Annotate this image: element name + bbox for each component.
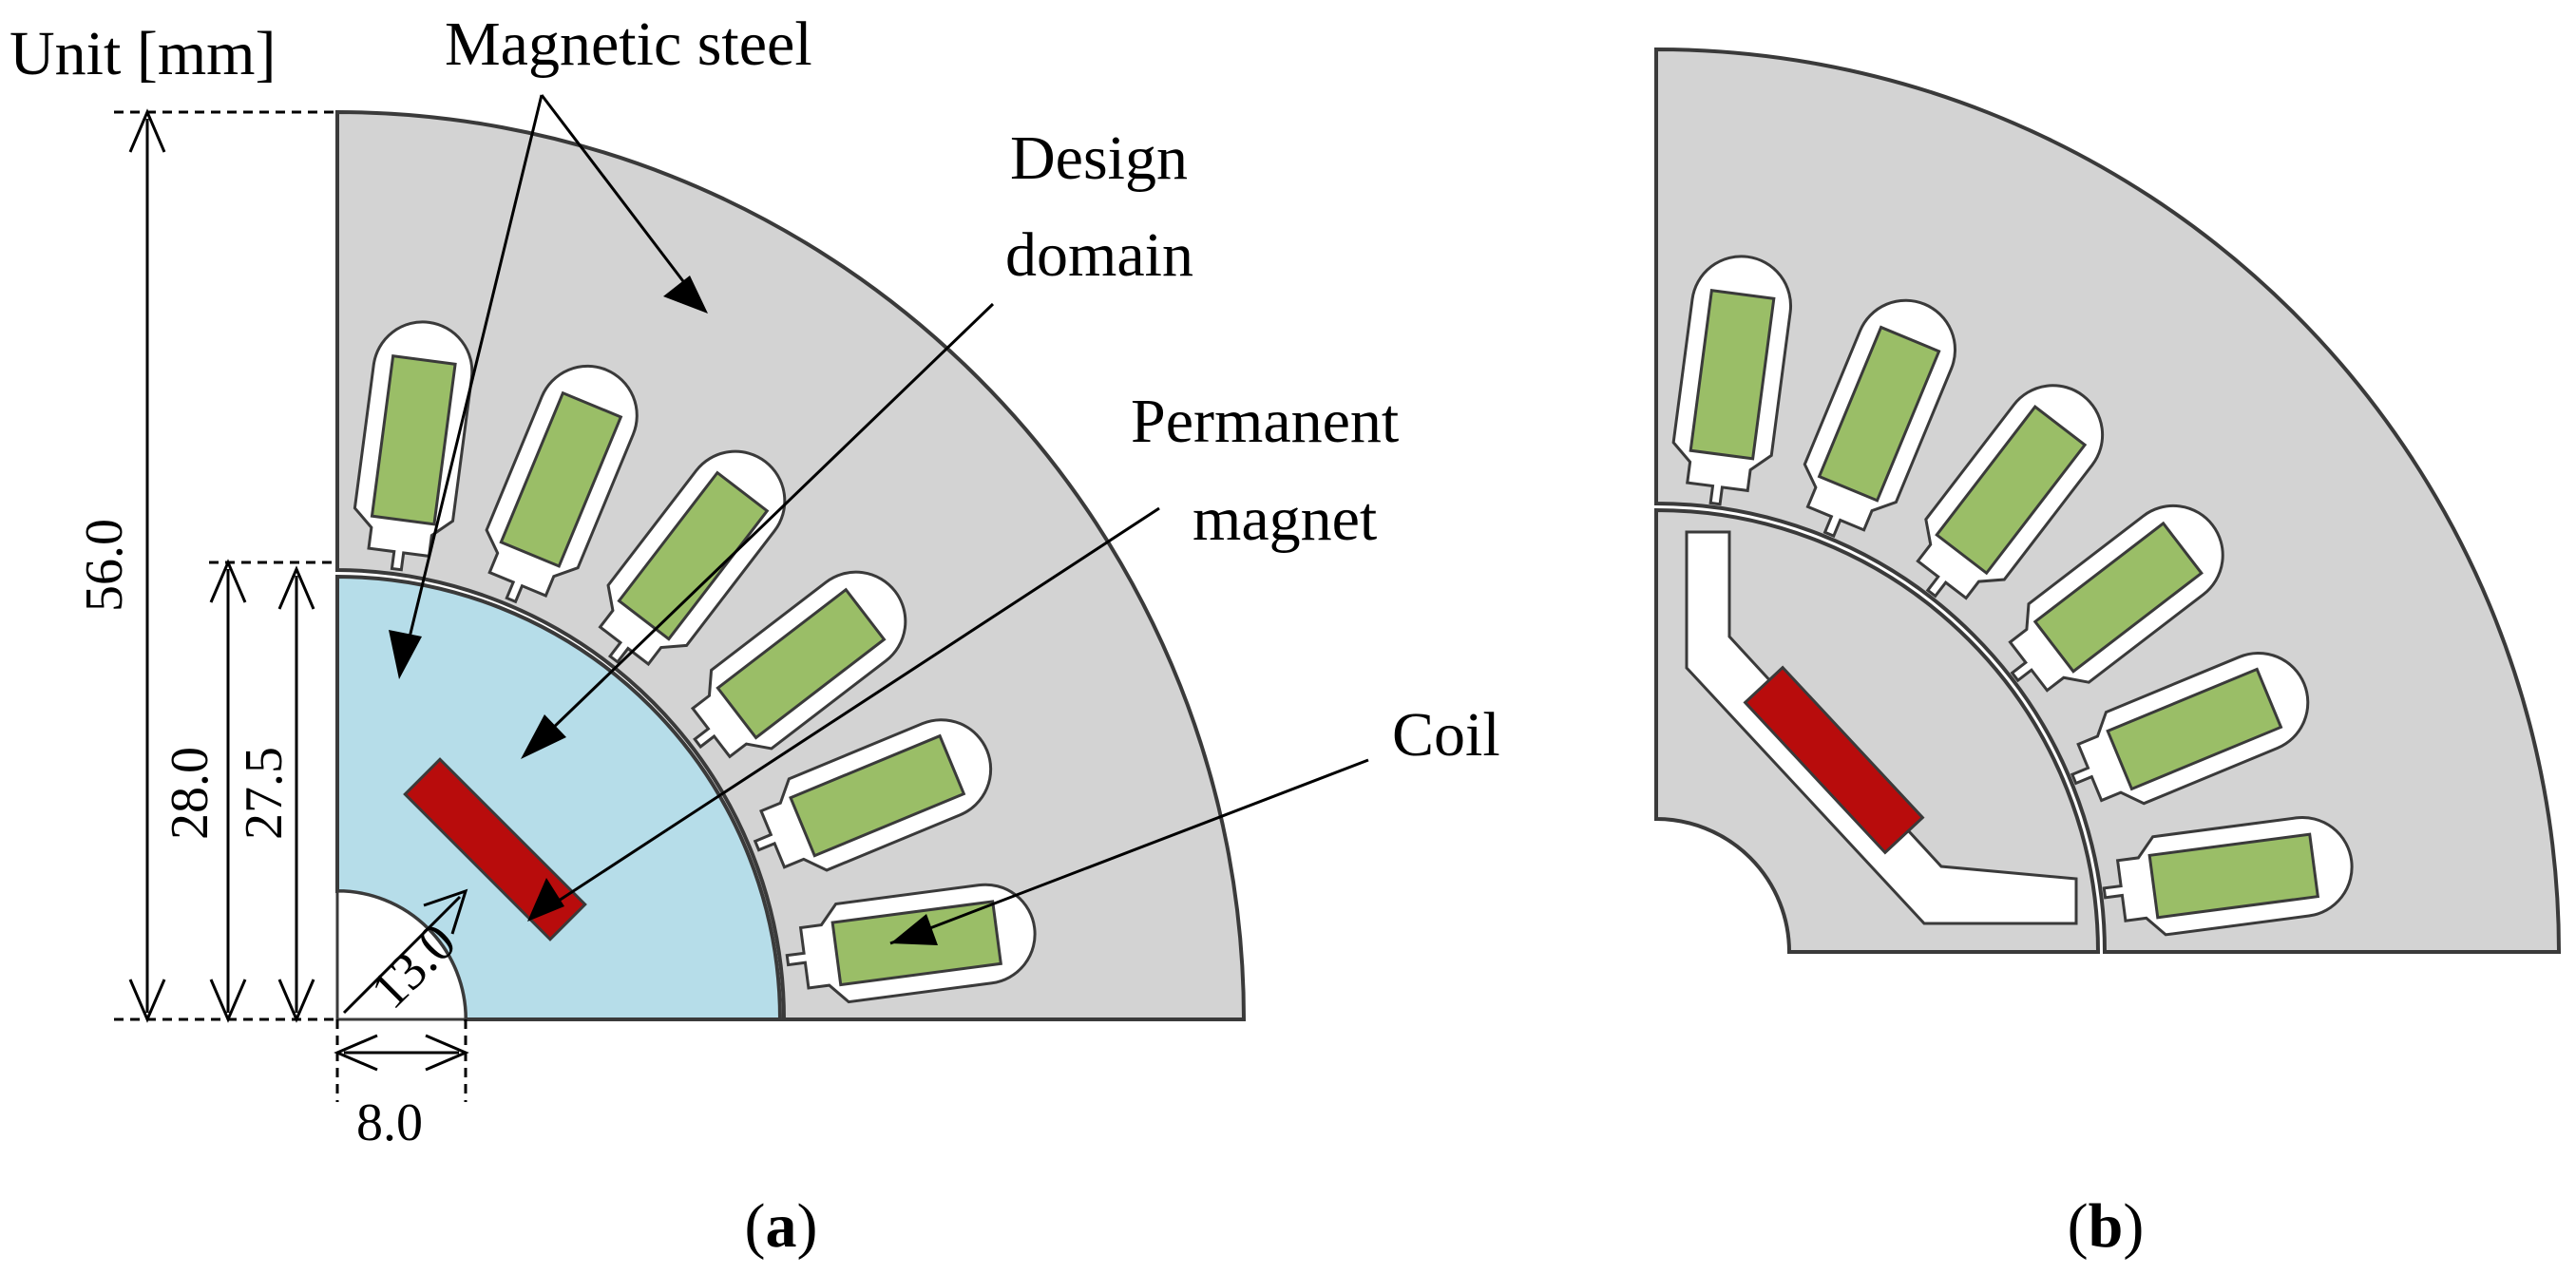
panel-b: (b) <box>1654 47 2562 1261</box>
design-domain-label-line2: domain <box>1005 220 1193 290</box>
stator-slot <box>2008 504 2224 693</box>
coil-label: Coil <box>1392 700 1500 770</box>
permanent-magnet <box>1743 665 1925 855</box>
stator-slot <box>1671 255 1793 506</box>
stator-slot <box>2070 652 2310 806</box>
coil <box>2032 521 2204 674</box>
stator-slot <box>1916 384 2105 600</box>
stator-slot <box>485 364 639 604</box>
stator-slot <box>1803 298 1956 539</box>
dimension-hole-offset: 8.0 <box>356 1093 423 1152</box>
callout-pointers <box>407 94 1369 945</box>
coil <box>617 470 770 641</box>
permanent-magnet-label-line2: magnet <box>1193 485 1377 554</box>
dimension-outer-height: 56.0 <box>75 519 134 612</box>
coil <box>716 587 887 740</box>
coil <box>2147 832 2320 920</box>
panel-a-caption: (a) <box>745 1191 818 1261</box>
dimension-rotor-height: 28.0 <box>161 747 219 840</box>
panel-a: Unit [mm] Magnetic steel Design domain P… <box>10 10 1500 1261</box>
design-domain-label-line1: Design <box>1010 124 1188 193</box>
stator-steel <box>1654 47 2562 954</box>
coil <box>1935 405 2088 576</box>
panel-b-caption: (b) <box>2068 1191 2145 1261</box>
dimension-arrowheads <box>128 108 469 1072</box>
coil <box>2106 667 2283 791</box>
coil <box>370 353 457 526</box>
stator-slot <box>353 320 474 572</box>
dimension-lines <box>114 110 467 1102</box>
coil <box>1817 325 1941 503</box>
callout-arrowheads <box>389 276 938 945</box>
stator-slot <box>598 449 787 667</box>
stator-slot <box>690 570 907 759</box>
magnetic-steel-label: Magnetic steel <box>445 10 812 79</box>
coil <box>789 733 966 858</box>
dimension-rotor-inner-height: 27.5 <box>235 747 294 840</box>
coil <box>499 390 623 568</box>
stator-slot <box>753 718 993 872</box>
unit-label: Unit [mm] <box>10 19 276 88</box>
stator-slot <box>2102 815 2354 937</box>
stator-steel <box>335 109 1247 1021</box>
permanent-magnet-label-line1: Permanent <box>1131 387 1399 456</box>
coil <box>1689 288 1776 461</box>
rotor-steel <box>1654 507 2101 954</box>
stator-slots <box>1671 255 2354 937</box>
stator-slots <box>353 320 1037 1004</box>
